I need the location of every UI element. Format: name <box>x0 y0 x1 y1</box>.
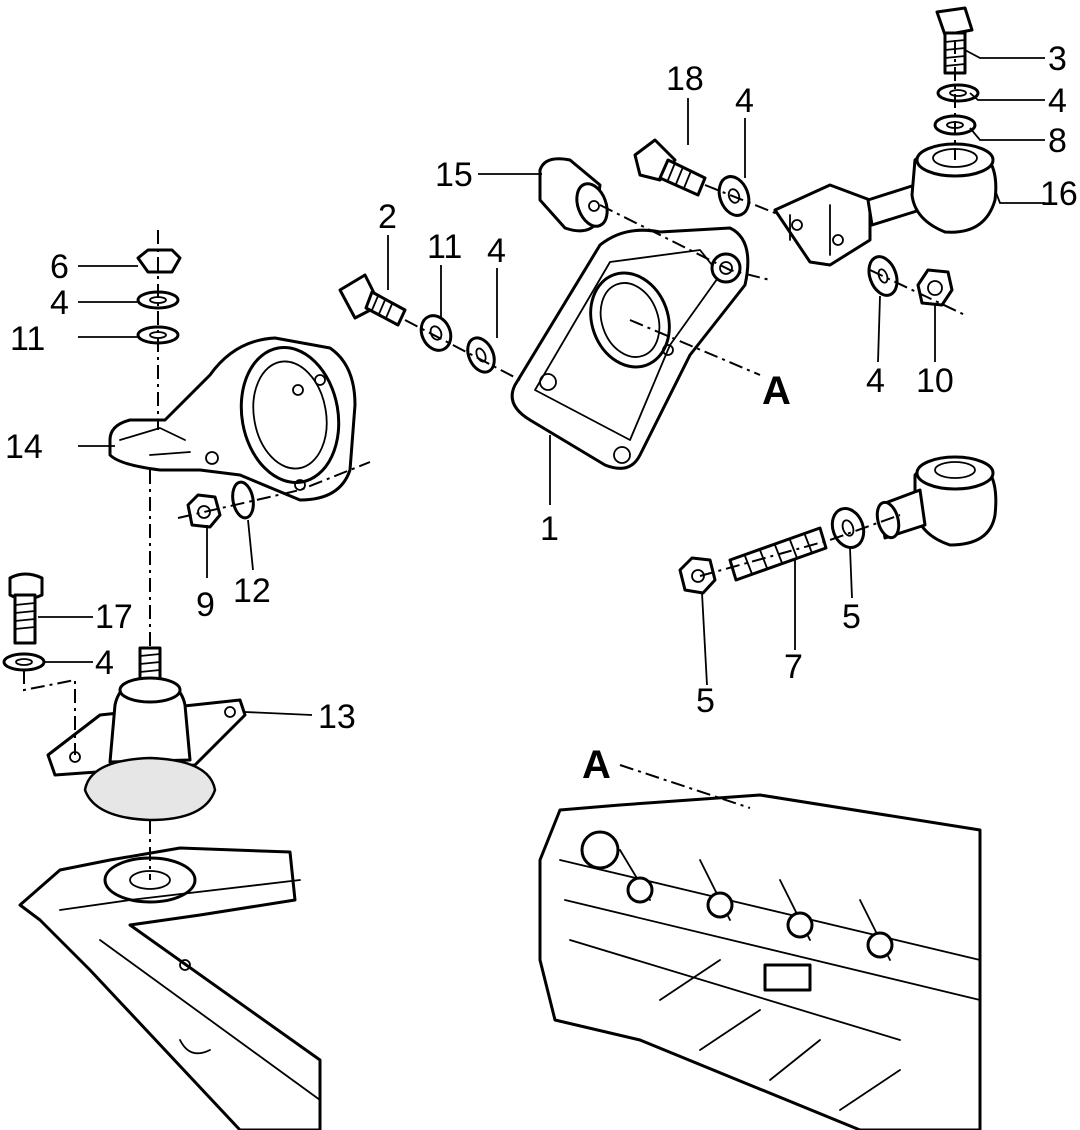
label-12: 12 <box>233 572 271 610</box>
label-7: 7 <box>784 648 803 686</box>
label-18: 18 <box>666 60 704 98</box>
label-4-center: 4 <box>487 232 506 270</box>
part-2-bolt <box>338 273 407 327</box>
subframe <box>18 846 322 1130</box>
part-4-washer-right <box>867 255 899 297</box>
label-4-lower-left: 4 <box>95 644 114 682</box>
label-10: 10 <box>916 362 954 400</box>
engine-head <box>538 793 982 1130</box>
label-1: 1 <box>540 510 559 548</box>
part-16-body-lower <box>875 455 998 547</box>
label-A-top: A <box>762 369 791 413</box>
part-17-bolt <box>8 572 44 645</box>
part-5-washer-right <box>830 507 866 549</box>
label-14: 14 <box>5 428 43 466</box>
part-16-link <box>773 142 998 267</box>
leader-lines <box>38 49 1045 716</box>
part-4-washer-topright <box>936 83 980 103</box>
part-9-nut <box>186 493 222 529</box>
label-6: 6 <box>50 248 69 286</box>
part-13-mount <box>46 646 247 822</box>
label-3: 3 <box>1048 40 1067 78</box>
label-16: 16 <box>1040 175 1078 213</box>
part-10-nut <box>916 268 954 307</box>
callout-labels: 1 2 3 4 4 4 4 4 4 5 5 6 7 8 9 10 11 11 1… <box>5 40 1078 787</box>
label-4-right: 4 <box>866 362 885 400</box>
label-5-right: 5 <box>842 598 861 636</box>
label-17: 17 <box>95 598 133 636</box>
label-4-top: 4 <box>735 82 754 120</box>
label-5-left: 5 <box>696 682 715 720</box>
part-4-washer-center <box>466 336 496 374</box>
part-15-bushing <box>538 157 609 233</box>
label-9: 9 <box>196 586 215 624</box>
label-13: 13 <box>318 698 356 736</box>
label-A-bottom: A <box>582 743 611 787</box>
part-1-bracket <box>510 226 750 470</box>
part-4-washer-lower-left <box>2 652 46 672</box>
label-11-center: 11 <box>427 228 462 266</box>
part-11-washer-center <box>419 314 453 352</box>
label-11-left: 11 <box>10 320 45 358</box>
label-2: 2 <box>378 198 397 236</box>
part-18-bolt <box>633 138 707 197</box>
part-12-lock-washer <box>231 480 255 520</box>
label-4-topright: 4 <box>1048 82 1067 120</box>
part-5-nut-left <box>678 556 717 595</box>
label-15: 15 <box>435 156 473 194</box>
assembly-lines <box>23 40 966 880</box>
label-4-left: 4 <box>50 284 69 322</box>
part-14-housing <box>108 336 357 502</box>
label-8: 8 <box>1048 122 1067 160</box>
